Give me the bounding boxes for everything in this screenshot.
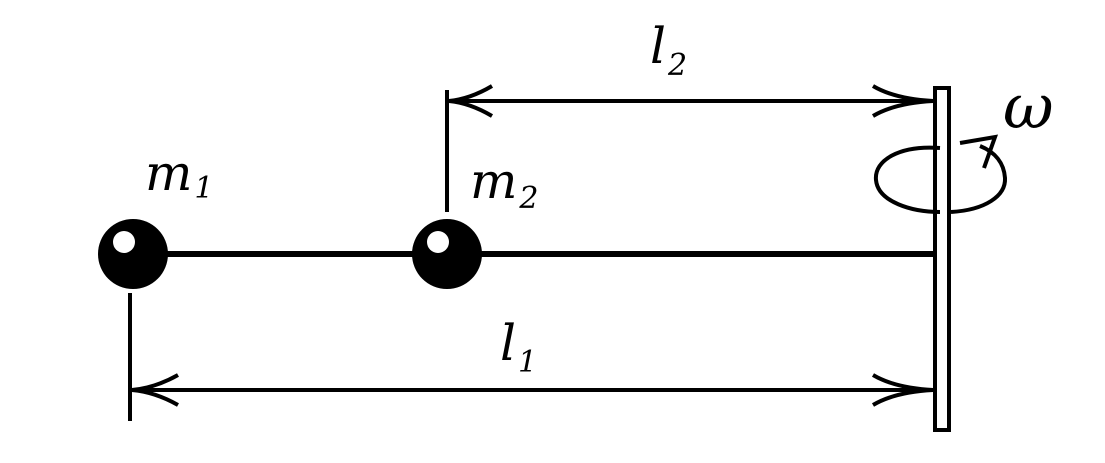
- rotation-arrowhead: [959, 134, 999, 169]
- dimension-l2-arrow-left: [448, 84, 494, 118]
- mass-m2-sphere: [412, 219, 482, 289]
- rotation-arrow: [873, 134, 1007, 214]
- mass-m2-highlight: [427, 231, 449, 253]
- mass-m1-highlight: [113, 231, 135, 253]
- dimension-l2: [445, 84, 935, 212]
- dimension-l1-arrow-right: [871, 373, 934, 407]
- label-m2: m2: [470, 152, 539, 216]
- dimension-l2-arrow-right: [871, 84, 934, 118]
- label-l2: l2: [650, 17, 687, 83]
- dimension-l1-arrow-left: [131, 373, 179, 407]
- mass-m1-sphere: [98, 219, 168, 289]
- label-l1: l1: [500, 314, 537, 380]
- dimension-l1: [128, 293, 935, 421]
- mass-m2: [412, 219, 482, 289]
- label-m1: m1: [145, 144, 214, 206]
- mass-m1: [98, 219, 168, 289]
- rotation-ellipse-back: [873, 145, 941, 214]
- rotation-axis: [933, 86, 951, 432]
- rotation-ellipse-front: [950, 144, 1007, 214]
- label-omega: ω: [1003, 70, 1054, 143]
